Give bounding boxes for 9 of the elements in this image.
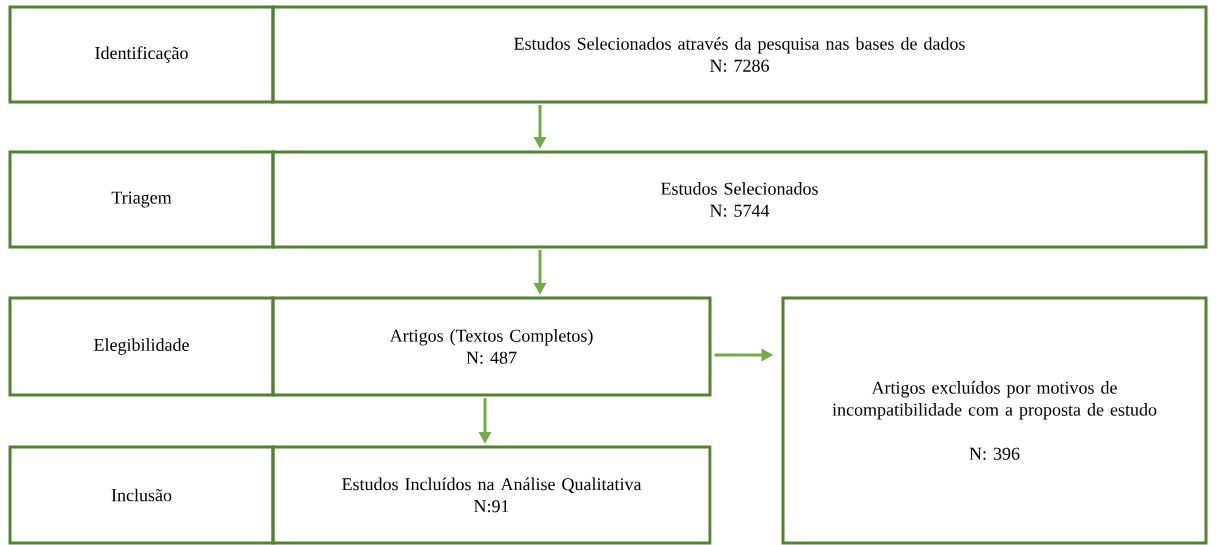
stage-box: Triagem (8, 150, 275, 249)
stage-box: Identificação (8, 5, 275, 104)
stage-box: Inclusão (8, 445, 275, 545)
process-box: Estudos Selecionados N: 5744 (271, 150, 1208, 249)
process-box: Artigos (Textos Completos) N: 487 (271, 296, 712, 397)
exclusion-box: Artigos excluídos por motivos de incompatibilidade com a proposta de estudo N: 396 (781, 296, 1208, 545)
stage-box: Elegibilidade (8, 296, 275, 397)
process-box: Estudos Incluídos na Análise Qualitativa N:91 (271, 445, 712, 545)
process-box: Estudos Selecionados através da pesquisa nas bases de dados N: 7286 (271, 5, 1208, 104)
